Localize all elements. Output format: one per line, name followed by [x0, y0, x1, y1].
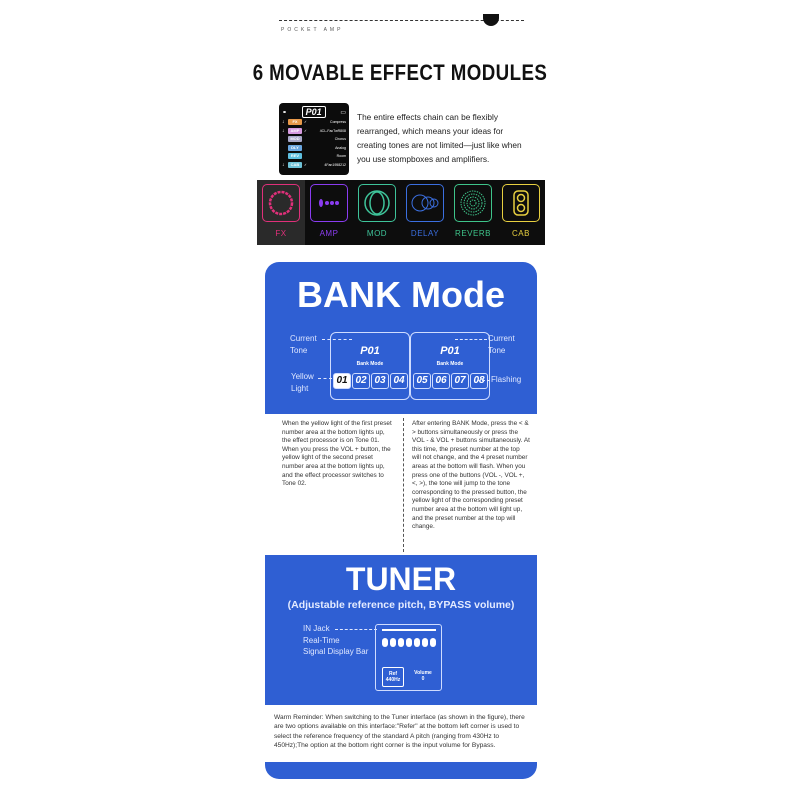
- led-indicator: [406, 638, 412, 647]
- chain-value: Compress: [330, 120, 346, 125]
- pointer-line: [477, 380, 490, 381]
- module-delay[interactable]: DELAY: [401, 180, 449, 245]
- check-icon: ✓: [304, 162, 307, 167]
- chain-value: Analog: [335, 145, 346, 150]
- device-chain-row: DLY Analog: [282, 144, 346, 153]
- module-mod[interactable]: MOD: [353, 180, 401, 245]
- delay-icon: [406, 184, 444, 222]
- module-label: CAB: [512, 229, 530, 238]
- amp-icon: [310, 184, 348, 222]
- chain-description: The entire effects chain can be flexibly…: [357, 112, 522, 164]
- cab-icon: [502, 184, 540, 222]
- device-chain-row: MOD Chorus: [282, 135, 346, 144]
- preset-slot: 04: [390, 373, 408, 389]
- module-cab[interactable]: CAB: [497, 180, 545, 245]
- led-indicator: [398, 638, 404, 647]
- tuner-leds: [382, 638, 436, 647]
- header-knob-graphic: [483, 14, 499, 26]
- chain-value: 4CL-FacTwR808: [319, 128, 346, 133]
- fx-icon: [262, 184, 300, 222]
- preset-slot: 06: [432, 373, 450, 389]
- module-label: DELAY: [410, 229, 440, 238]
- header-divider: [279, 20, 524, 21]
- bank-title: BANK Mode: [297, 274, 505, 315]
- module-amp[interactable]: AMP: [305, 180, 353, 245]
- led-indicator: [422, 638, 428, 647]
- chain-tag: REV: [288, 153, 302, 160]
- tuner-card: TUNER (Adjustable reference pitch, BYPAS…: [265, 555, 537, 705]
- pointer-line: [455, 339, 487, 340]
- chain-value: Chorus: [334, 137, 346, 142]
- module-label: FX: [275, 229, 287, 238]
- card-footer: [265, 762, 537, 779]
- pointer-line: [318, 378, 332, 379]
- signal-bar: [382, 629, 436, 631]
- pointer-line: [335, 629, 377, 630]
- device-chain-row: ↓CAB✓ 4Fan1958212: [282, 161, 346, 170]
- arrow-icon: ↓: [282, 119, 285, 126]
- chain-tag: AMP: [288, 127, 302, 134]
- device-chain-row: ↓AMP✓ 4CL-FacTwR808: [282, 127, 346, 136]
- mod-icon: [358, 184, 396, 222]
- chain-value: 4Fan1958212: [324, 162, 346, 167]
- module-strip: FX AMP MOD DELAY REVERB CAB: [257, 180, 545, 245]
- device-chain-row: REV Room: [282, 152, 346, 161]
- tuner-subtitle: (Adjustable reference pitch, BYPASS volu…: [287, 599, 515, 611]
- preset-slot: 03: [371, 373, 389, 389]
- chain-tag: CAB: [288, 161, 302, 168]
- check-icon: ✓: [304, 128, 307, 133]
- column-divider: [403, 418, 404, 552]
- preset-number: P01: [440, 345, 460, 357]
- module-fx[interactable]: FX: [257, 180, 305, 245]
- check-icon: ✓: [304, 120, 307, 125]
- brand-label: POCKET AMP: [281, 27, 344, 33]
- device-chain-row: ↓FX✓ Compress: [282, 118, 346, 127]
- led-indicator: [390, 638, 396, 647]
- chain-value: Room: [336, 154, 346, 159]
- preset-slot: 08: [470, 373, 488, 389]
- flashing-label: Flashing: [491, 375, 522, 384]
- preset-slot: 05: [413, 373, 431, 389]
- link-icon: ⚭: [282, 109, 288, 116]
- reverb-icon: [454, 184, 492, 222]
- device-preset: P01: [301, 106, 326, 118]
- led-indicator: [382, 638, 388, 647]
- arrow-icon: ↓: [282, 161, 285, 168]
- tuner-title: TUNER: [345, 561, 457, 597]
- module-label: AMP: [319, 229, 339, 238]
- page-title: 6 MOVABLE EFFECT MODULES: [252, 60, 548, 85]
- chain-tag: MOD: [288, 136, 302, 143]
- preset-slot: 02: [352, 373, 370, 389]
- preset-slot: 07: [451, 373, 469, 389]
- mode-label: Bank Mode: [436, 361, 464, 367]
- bank-right-text: After entering BANK Mode, press the < & …: [412, 420, 530, 531]
- preset-slot: 01: [333, 373, 351, 389]
- module-label: MOD: [366, 229, 388, 238]
- preset-number: P01: [360, 345, 380, 357]
- led-indicator: [430, 638, 436, 647]
- module-label: REVERB: [455, 229, 491, 238]
- arrow-icon: ↓: [282, 127, 285, 134]
- module-reverb[interactable]: REVERB: [449, 180, 497, 245]
- bank-left-text: When the yellow light of the first prese…: [282, 420, 392, 488]
- warm-reminder: Warm Reminder: When switching to the Tun…: [274, 714, 525, 750]
- pointer-line: [322, 339, 352, 340]
- battery-icon: ▭: [340, 109, 346, 116]
- chain-tag: DLY: [288, 144, 302, 151]
- chain-tag: FX: [288, 119, 302, 126]
- led-indicator: [414, 638, 420, 647]
- mode-label: Bank Mode: [356, 361, 384, 367]
